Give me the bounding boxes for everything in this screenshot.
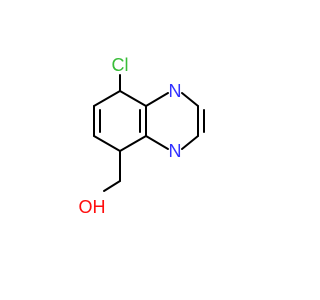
- bond-c8-c8a: [119, 135, 147, 152]
- atom-nitrogen-1: N: [169, 81, 182, 101]
- bond-c5-c6: [93, 90, 121, 107]
- quinoxaline-structure: Cl N N OH: [79, 55, 205, 217]
- bond-c4a-c5: [119, 90, 147, 107]
- bond-n4-c8a: [145, 135, 169, 150]
- bond-ch2-o: [103, 180, 121, 192]
- bond-n1-c2: [181, 92, 199, 107]
- bond-c3-n4: [181, 135, 199, 150]
- atom-nitrogen-4: N: [169, 141, 182, 161]
- bond-c4a-n1: [145, 92, 169, 107]
- bond-c7-c8: [93, 135, 121, 152]
- atom-hydroxyl: OH: [79, 197, 106, 217]
- atom-chlorine: Cl: [112, 55, 129, 75]
